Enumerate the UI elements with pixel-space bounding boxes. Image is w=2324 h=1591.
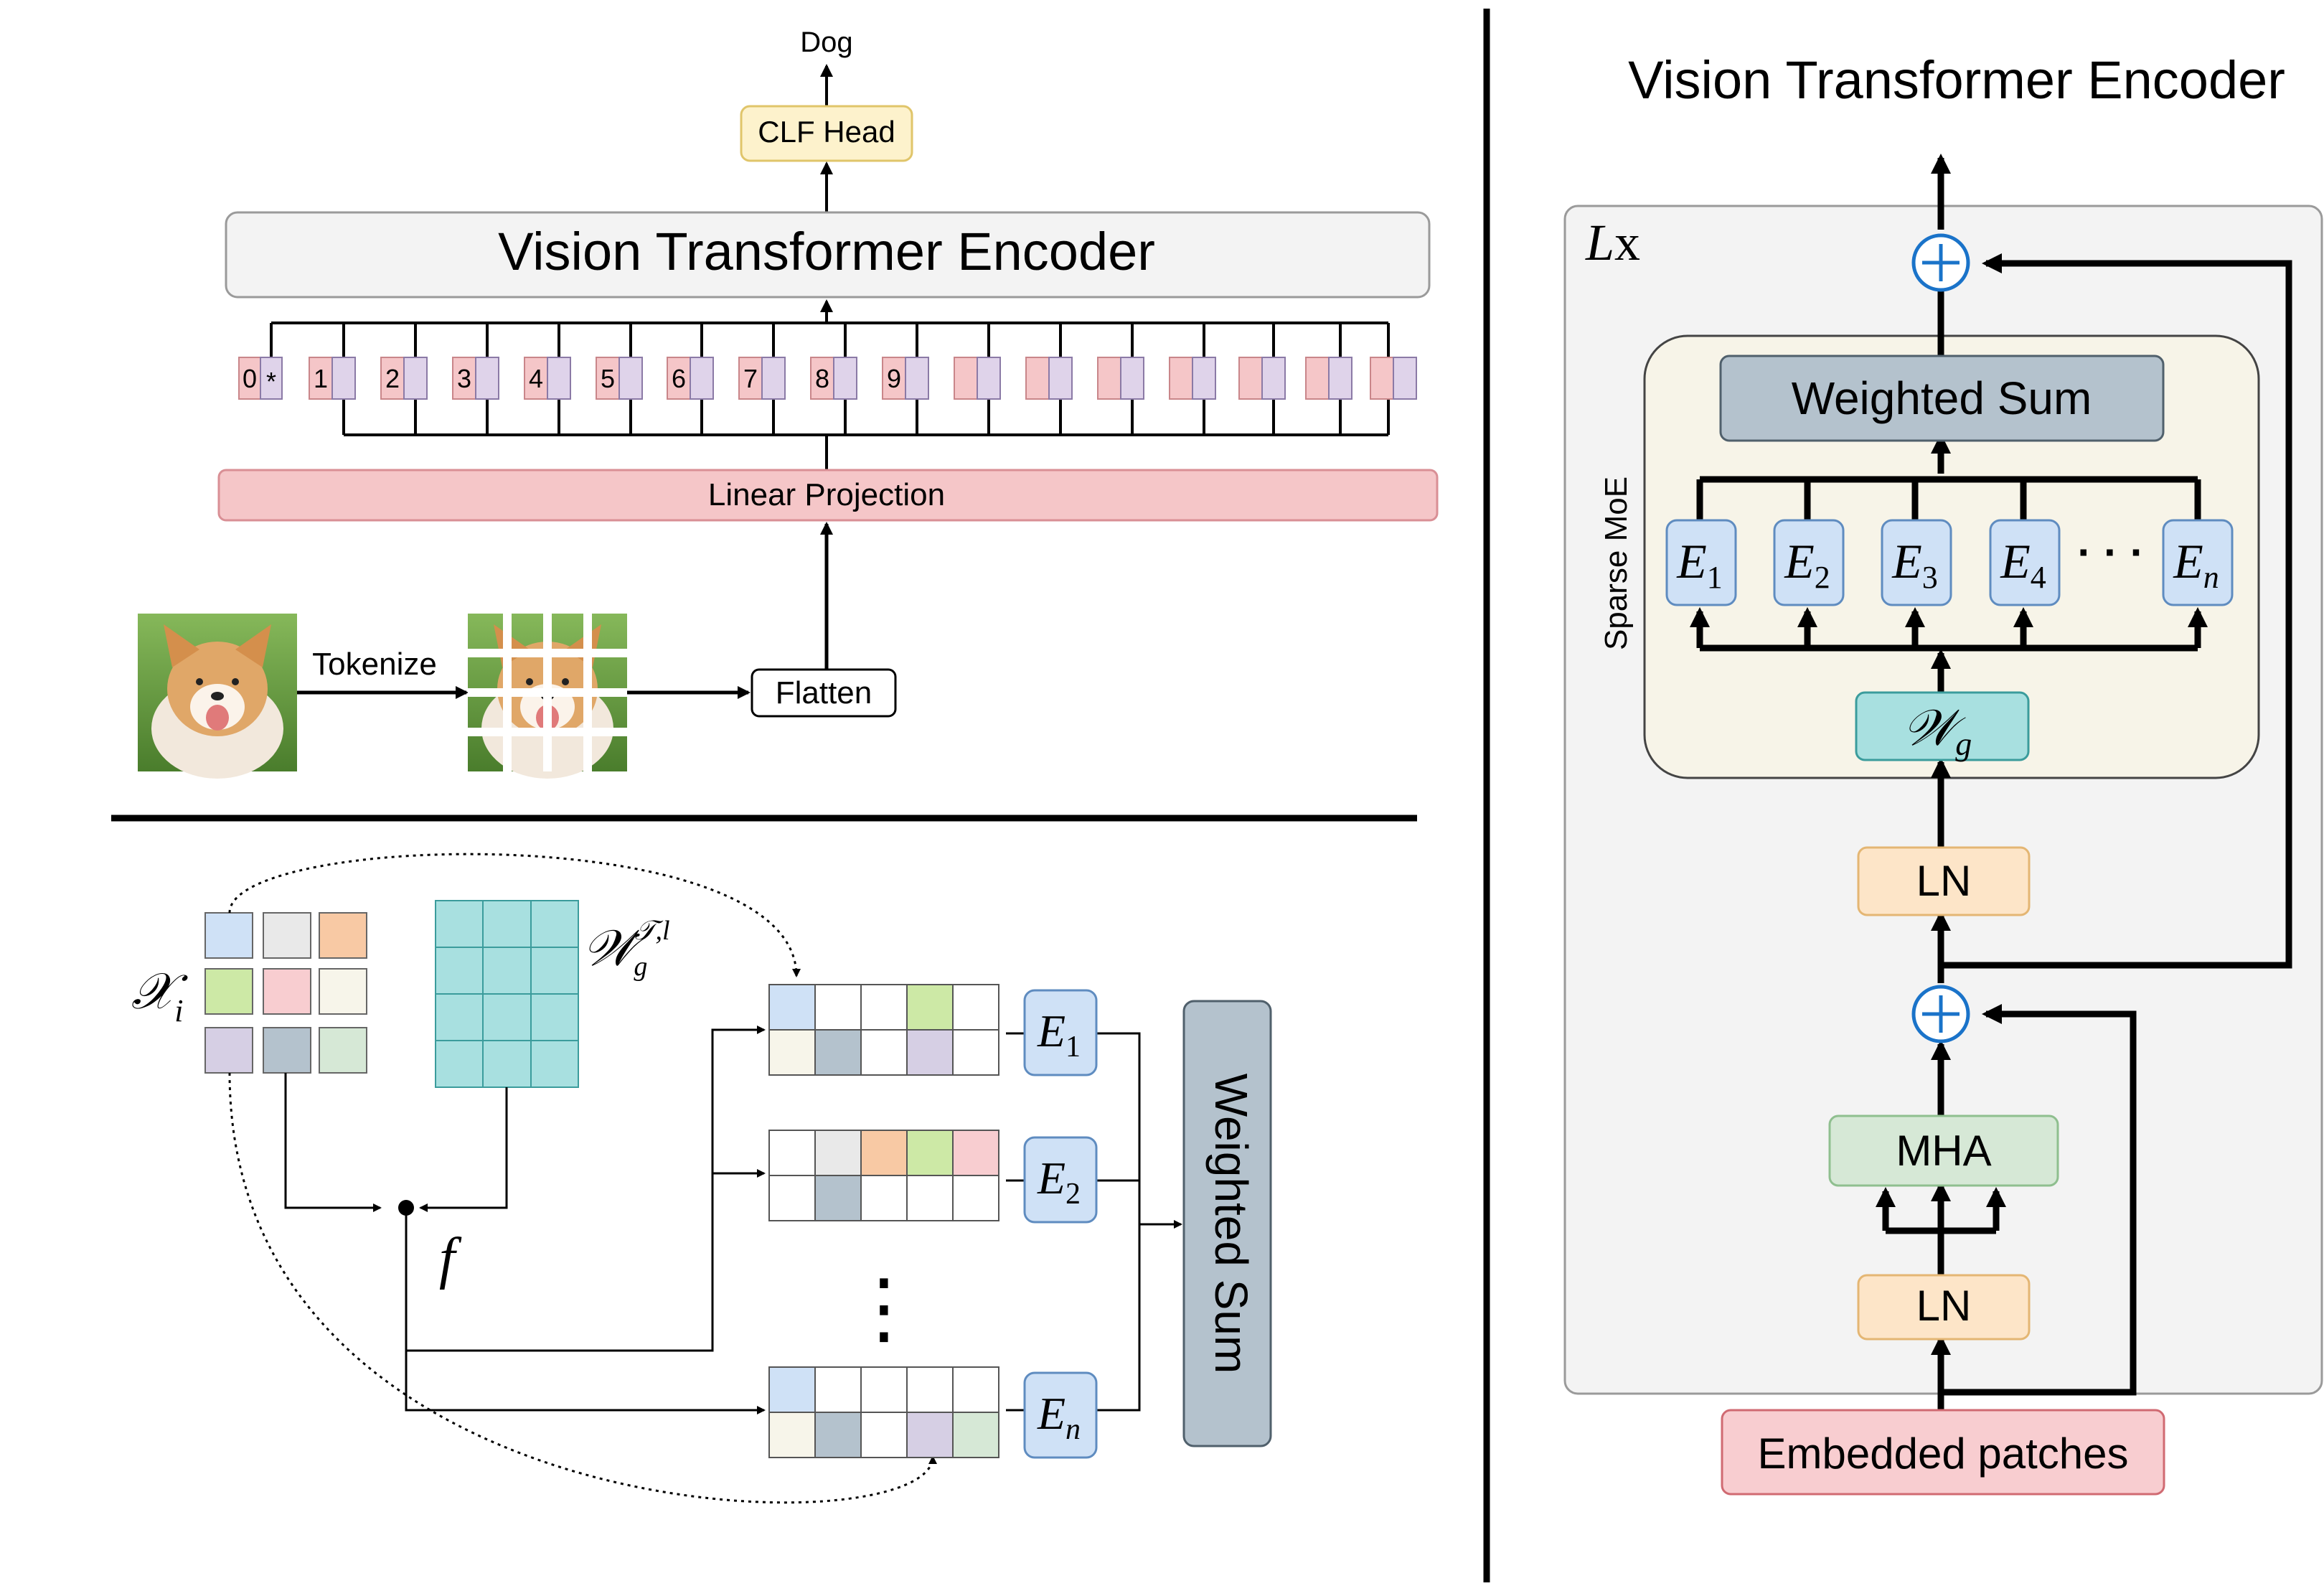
weighted-sum-label-bottom: Weighted Sum: [1205, 1074, 1257, 1374]
dog-image-original: [138, 614, 297, 779]
token-3: 3: [452, 357, 499, 400]
expert-4-label: E4: [2000, 534, 2046, 595]
routed-vdots: ⋮: [845, 1264, 923, 1352]
ln-box-upper: [1857, 846, 2031, 916]
token-9-index: 9: [887, 364, 901, 393]
linear-projection-box: [217, 469, 1439, 522]
expert-n-label: En: [2173, 534, 2219, 595]
mha-label: MHA: [1896, 1127, 1991, 1175]
output-dog-label: Dog: [800, 27, 852, 58]
bottom-expert-2-label: E2: [1037, 1153, 1081, 1211]
expert-2-box: [1773, 519, 1845, 606]
token-unlabeled: [954, 357, 1417, 400]
weighted-sum-box-bottom: [1182, 1000, 1272, 1447]
bottom-expert-1-label: E1: [1037, 1005, 1081, 1064]
embedded-patches-label: Embedded patches: [1757, 1430, 2128, 1478]
layer-repeat-suffix: x: [1614, 214, 1640, 271]
flatten-box: [751, 668, 897, 718]
token-2-index: 2: [385, 364, 400, 393]
add-circle-top: [1911, 233, 1970, 292]
gate-weight-matrix: [435, 900, 579, 1088]
routed-grid-2: [768, 1130, 999, 1221]
routed-grid-n: [768, 1366, 999, 1458]
token-5-index: 5: [601, 364, 615, 393]
expert-3-box: [1881, 519, 1952, 606]
ln-label-lower: LN: [1916, 1282, 1972, 1330]
token-4: 4: [524, 357, 571, 400]
f-node: [398, 1200, 414, 1216]
expert-3-label: E3: [1891, 534, 1938, 595]
token-8-index: 8: [815, 364, 829, 393]
bottom-expert-1-box: [1023, 989, 1098, 1076]
expert-boxes: E1 E2 E3 E4 · · · En: [1665, 519, 2234, 606]
layer-repeat-label: Lx: [1585, 214, 1640, 271]
ln-box-lower: [1857, 1274, 2031, 1341]
bottom-expert-n-label: En: [1037, 1388, 1081, 1446]
encoder-main-path: [1690, 154, 2292, 1410]
token-7: 7: [738, 357, 786, 400]
expert-1-box: [1665, 519, 1737, 606]
weighted-sum-label-right: Weighted Sum: [1792, 372, 2092, 424]
linear-projection-label: Linear Projection: [708, 477, 945, 512]
dog-image-patched: [468, 614, 627, 779]
flatten-label: Flatten: [776, 675, 872, 710]
token-3-index: 3: [457, 364, 471, 393]
token-7-index: 7: [743, 364, 758, 393]
token-cls: 0 *: [238, 357, 283, 400]
w-g-label: 𝒲g𝒯,l: [583, 916, 670, 982]
input-token-grid: [204, 912, 367, 1074]
token-bus: [270, 299, 1390, 470]
layer-repeat-letter: L: [1585, 214, 1614, 271]
tokenize-label: Tokenize: [312, 647, 437, 682]
token-9: 9: [882, 357, 929, 400]
token-cls-star: *: [266, 367, 276, 396]
add-circle-bottom: [1911, 985, 1970, 1043]
routed-grid-1: [768, 984, 999, 1076]
f-label: f: [439, 1227, 462, 1290]
token-1: 1: [309, 357, 356, 400]
token-4-index: 4: [529, 364, 543, 393]
mha-box: [1828, 1114, 2059, 1187]
token-cls-index: 0: [243, 364, 257, 393]
token-6-index: 6: [672, 364, 686, 393]
x-i-label: 𝒳i: [131, 965, 188, 1028]
token-1-index: 1: [314, 364, 328, 393]
token-2: 2: [380, 357, 428, 400]
clf-head-label: CLF Head: [758, 115, 895, 149]
encoder-label-top: Vision Transformer Encoder: [498, 222, 1155, 281]
expert-ellipsis: · · ·: [2077, 528, 2144, 576]
token-8: 8: [810, 357, 857, 400]
svg-text:𝒳i: 𝒳i: [131, 965, 188, 1028]
gate-label-right: 𝒲g: [1903, 701, 1972, 762]
weighted-sum-box-right: [1719, 355, 2165, 442]
bottom-expert-2-box: [1023, 1136, 1098, 1224]
bottom-expert-boxes: E1 E2 En: [1023, 989, 1098, 1459]
token-row: 0 * 1 2 3 4 5 6 7 8 9: [238, 357, 1417, 400]
expert-n-box: [2162, 519, 2234, 606]
encoder-title-right: Vision Transformer Encoder: [1628, 50, 2285, 110]
sparse-moe-label: Sparse MoE: [1599, 477, 1634, 650]
clf-head-box: [740, 105, 913, 162]
embedded-patches-box: [1721, 1409, 2165, 1496]
encoder-box-top: [225, 211, 1431, 299]
dotted-curve-top: [228, 853, 801, 977]
dotted-curve-bottom: [228, 1072, 937, 1504]
expert-2-label: E2: [1784, 534, 1830, 595]
expert-1-label: E1: [1676, 534, 1723, 595]
gate-box-right: [1855, 691, 2030, 761]
expert-4-box: [1989, 519, 2061, 606]
token-6: 6: [667, 357, 714, 400]
ln-label-upper: LN: [1916, 857, 1972, 905]
bottom-expert-n-box: [1023, 1371, 1098, 1459]
token-5: 5: [596, 357, 643, 400]
